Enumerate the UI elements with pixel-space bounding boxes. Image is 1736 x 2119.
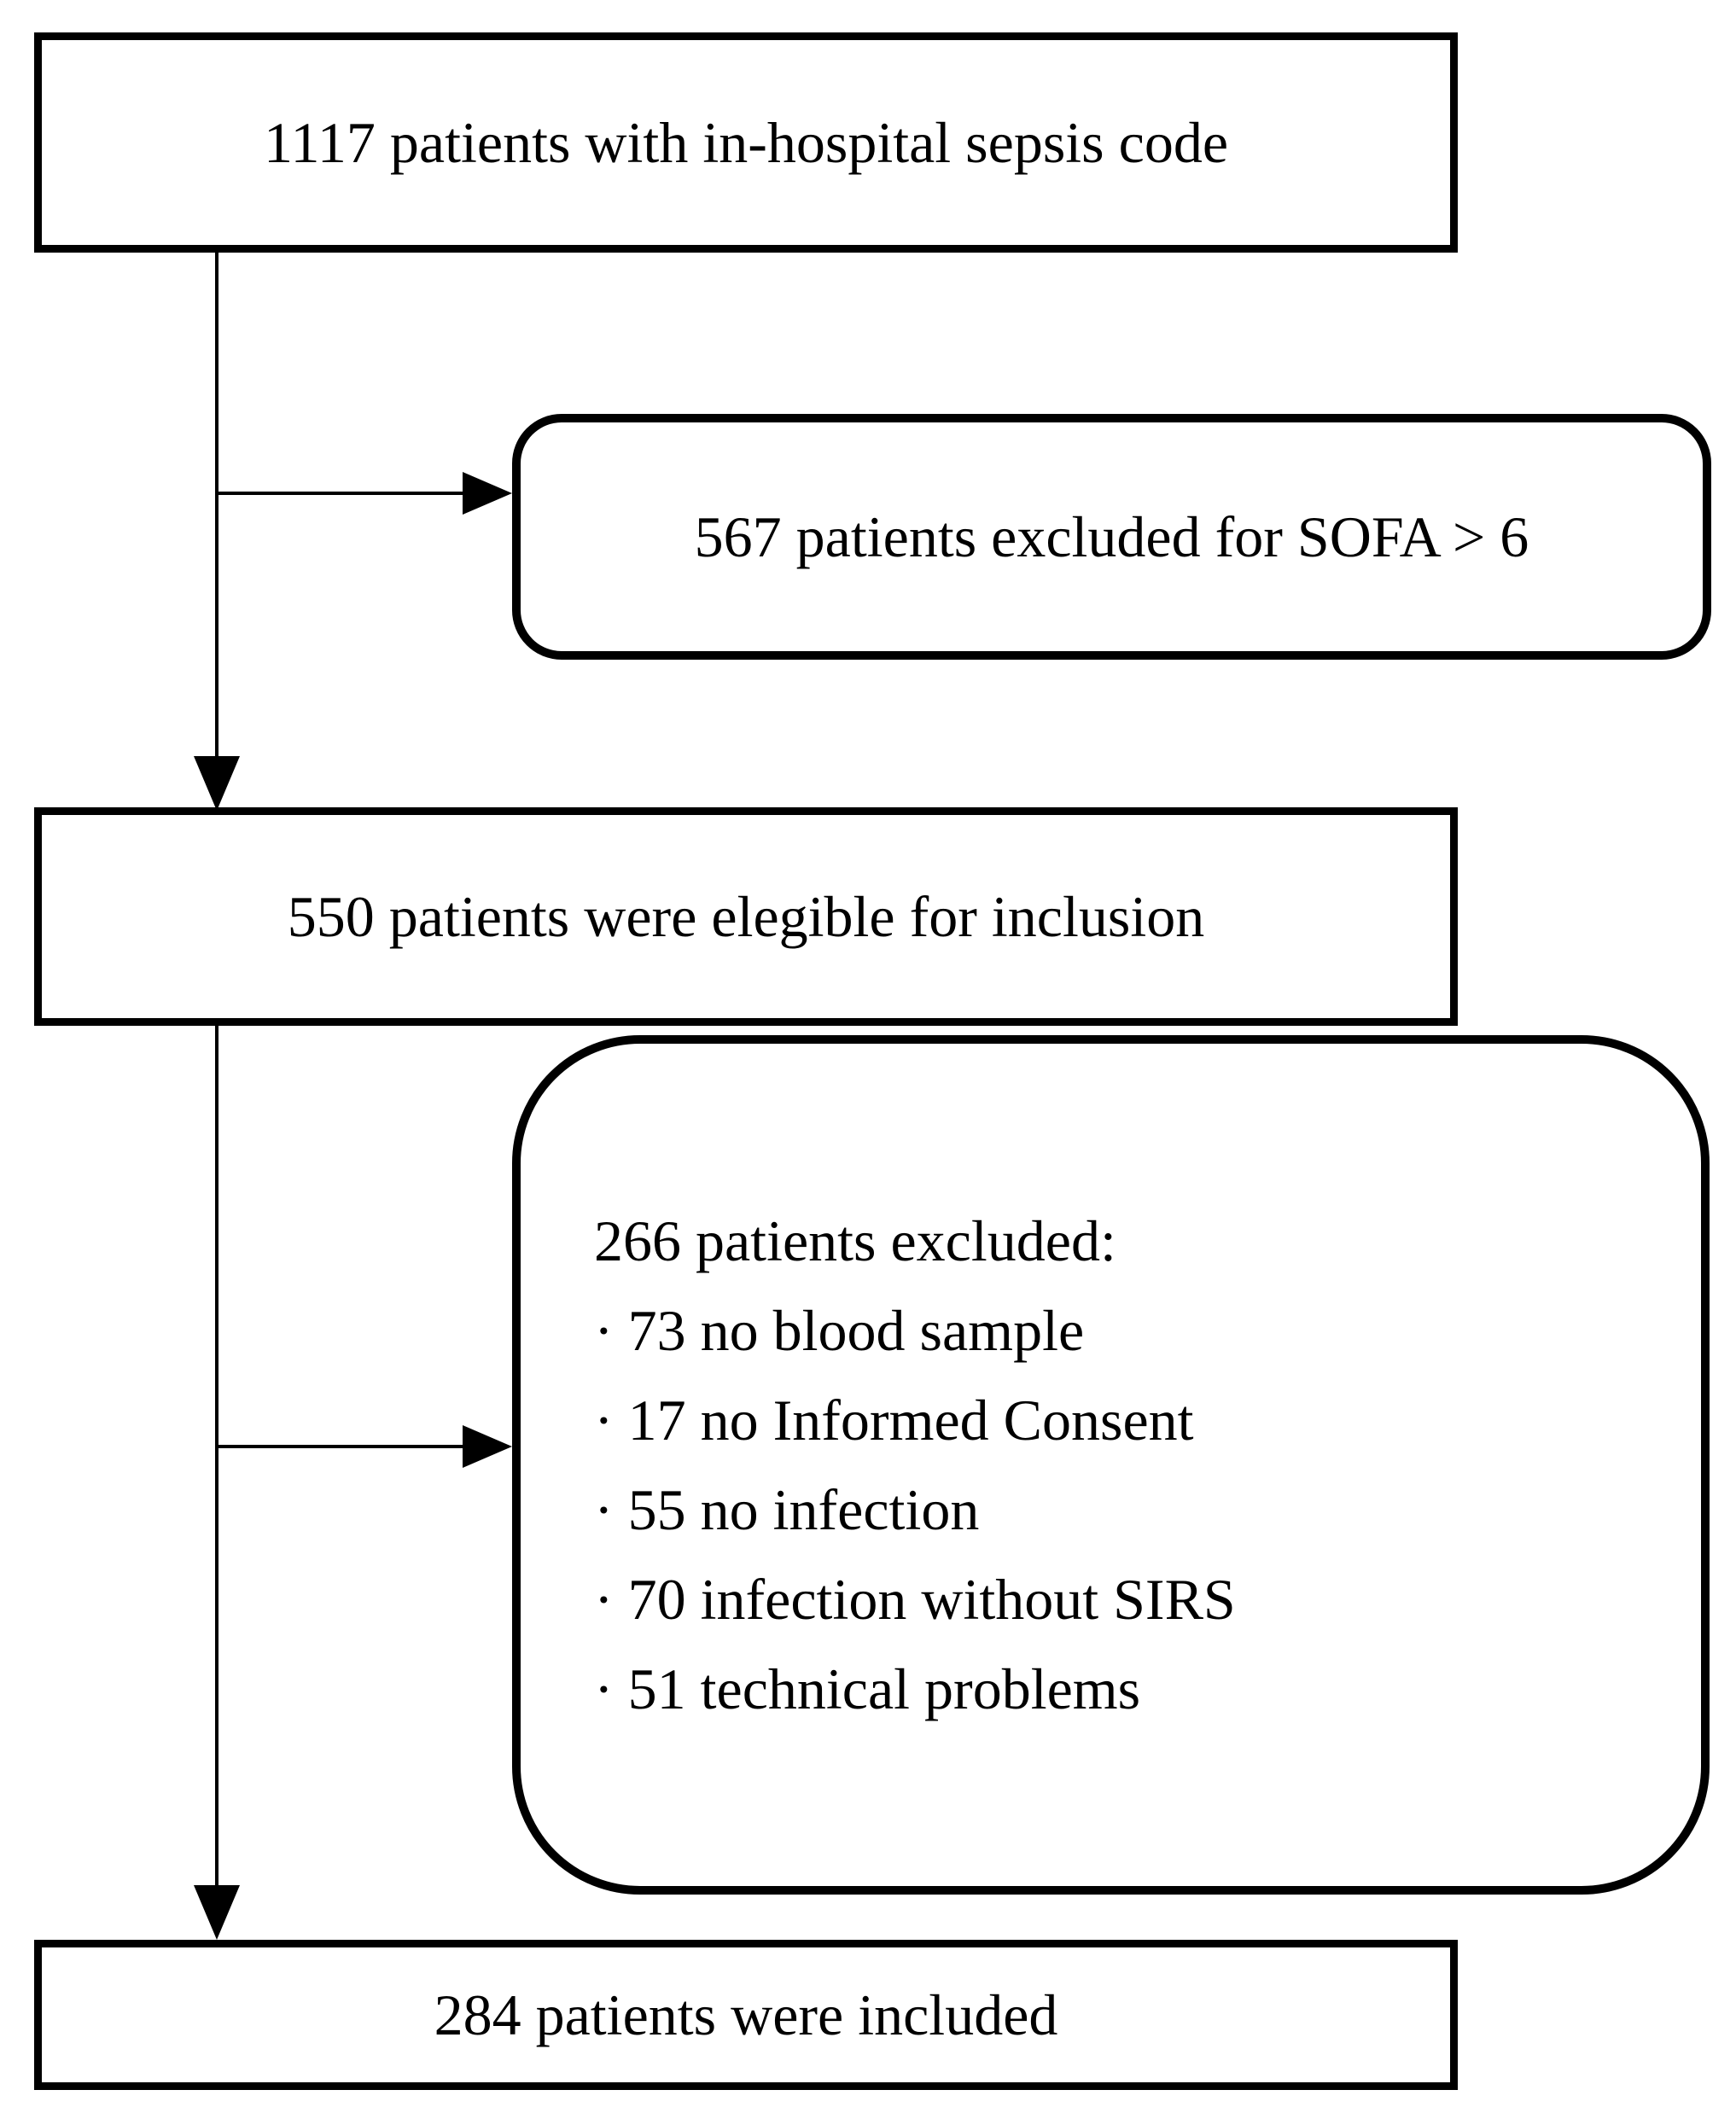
node-excluded-detail: 266 patients excluded: · 73 no blood sam…	[512, 1035, 1710, 1895]
connector-branch-1	[217, 492, 466, 495]
exclusion-item: · 51 technical problems	[594, 1656, 1141, 1721]
connector-down-2	[215, 1026, 218, 1888]
exclusion-item: · 55 no infection	[594, 1476, 980, 1542]
arrowhead-down-2-icon	[194, 1885, 240, 1940]
arrowhead-right-2-icon	[463, 1425, 512, 1468]
exclusion-title: 266 patients excluded:	[594, 1208, 1116, 1273]
node-elegible: 550 patients were elegible for inclusion	[34, 807, 1458, 1026]
node-sepsis-code-label: 1117 patients with in-hospital sepsis co…	[263, 109, 1229, 175]
node-excluded-sofa: 567 patients excluded for SOFA > 6	[512, 414, 1711, 660]
node-included-label: 284 patients were included	[434, 1982, 1058, 2047]
node-excluded-sofa-label: 567 patients excluded for SOFA > 6	[694, 504, 1529, 569]
node-included: 284 patients were included	[34, 1940, 1458, 2090]
exclusion-item: · 70 infection without SIRS	[594, 1566, 1236, 1632]
arrowhead-right-1-icon	[463, 472, 512, 515]
exclusion-item: · 17 no Informed Consent	[594, 1387, 1194, 1452]
connector-branch-2	[217, 1445, 466, 1448]
exclusion-item: · 73 no blood sample	[594, 1297, 1085, 1363]
exclusion-list: 266 patients excluded: · 73 no blood sam…	[594, 1196, 1236, 1734]
arrowhead-down-1-icon	[194, 756, 240, 811]
node-sepsis-code: 1117 patients with in-hospital sepsis co…	[34, 32, 1458, 253]
connector-down-1	[215, 253, 218, 758]
node-elegible-label: 550 patients were elegible for inclusion	[287, 883, 1205, 949]
